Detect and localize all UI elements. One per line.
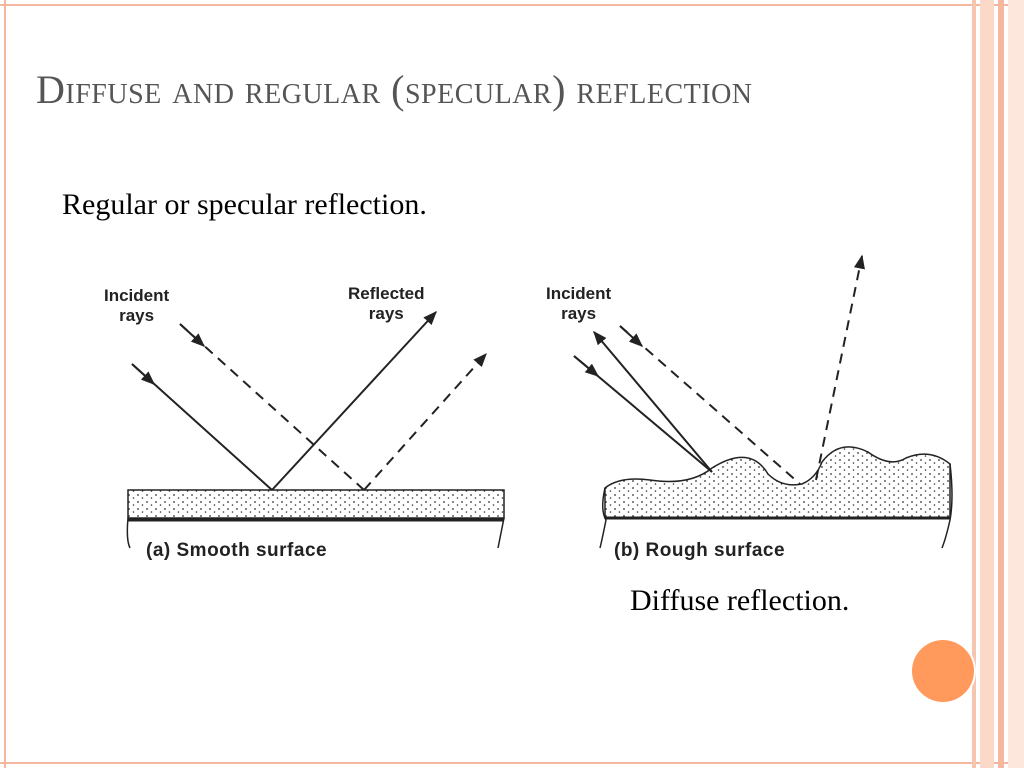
rough-surface-diagram: [573, 254, 953, 549]
smooth-reflected-label: Reflected rays: [348, 284, 425, 323]
rough-surface-slab: [604, 446, 951, 519]
bottom-border-line: [0, 762, 1024, 764]
slide-title: Diffuse and regular (specular) reflectio…: [36, 67, 753, 112]
reflected-ray-dashed: [363, 352, 487, 491]
rough-incident-ray-dashed: [619, 325, 801, 485]
orange-circle-decoration: [912, 640, 974, 702]
smooth-surface-subcaption: (a) Smooth surface: [146, 540, 328, 561]
smooth-incident-label: Incident rays: [104, 286, 170, 325]
diffuse-reflection-caption: Diffuse reflection.: [630, 584, 850, 617]
right-decorative-stripes: [972, 0, 1024, 768]
incident-ray-solid: [131, 363, 273, 491]
left-border-line: [4, 0, 6, 768]
rough-incident-label: Incident rays: [546, 284, 612, 323]
regular-reflection-caption: Regular or specular reflection.: [62, 188, 427, 221]
reflected-ray-solid: [271, 310, 437, 491]
top-border-line: [0, 4, 1024, 6]
incident-ray-dashed: [179, 323, 365, 491]
smooth-surface-diagram: [126, 310, 505, 549]
reflection-diagram: Incident rays Reflected rays (a) Smooth …: [100, 248, 960, 578]
scattered-ray-dashed: [815, 254, 865, 481]
reflection-diagram-drawing: [126, 254, 953, 549]
smooth-surface-slab: [127, 489, 505, 519]
scattered-ray-solid: [593, 330, 713, 473]
rough-surface-subcaption: (b) Rough surface: [614, 540, 786, 561]
